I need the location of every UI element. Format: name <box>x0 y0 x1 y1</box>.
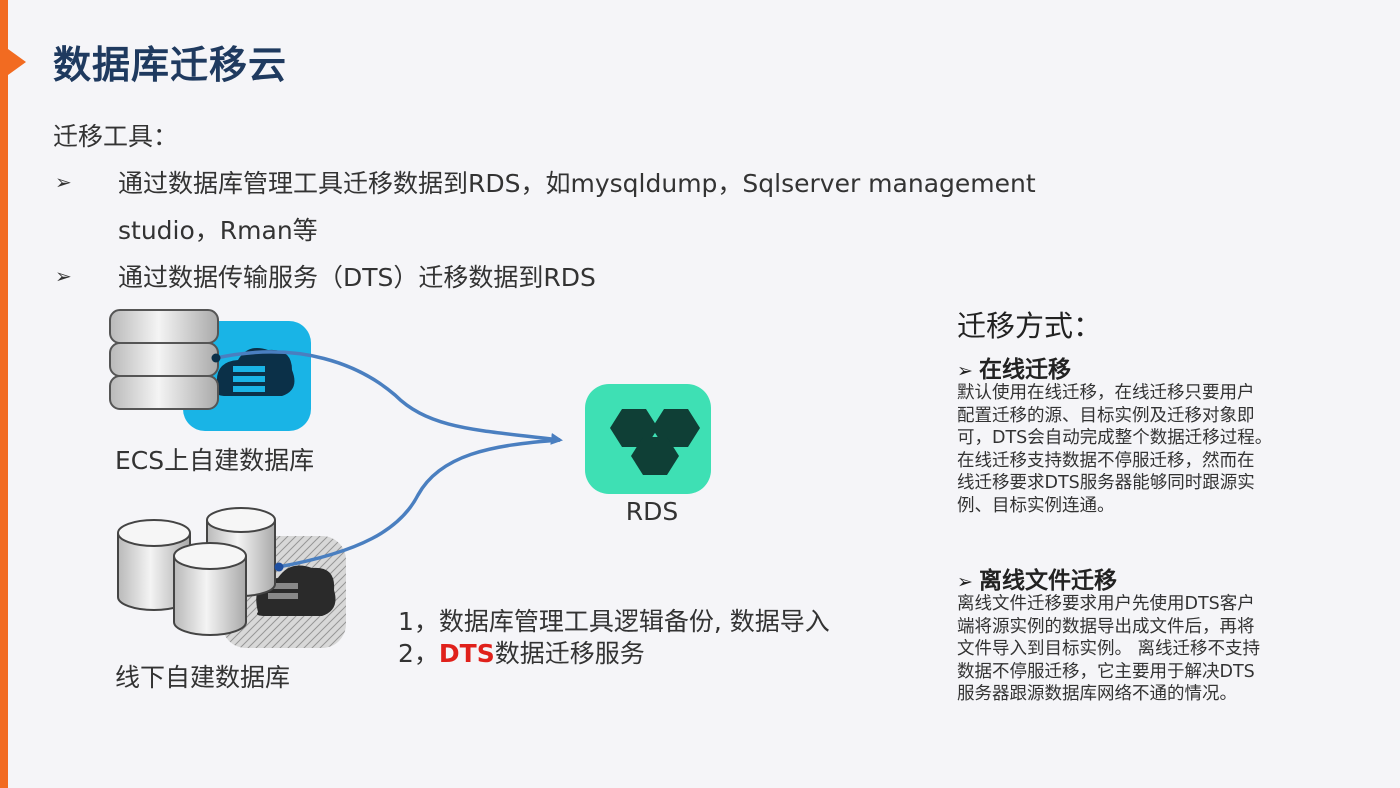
offline-line: 端将源实例的数据导出成文件后，再将 <box>957 616 1255 637</box>
online-body: 默认使用在线迁移，在线迁移只要用户 配置迁移的源、目标实例及迁移对象即 可，DT… <box>957 382 1377 517</box>
bullet-2-line-1: 通过数据传输服务（DTS）迁移数据到RDS <box>118 263 596 292</box>
online-line: 线迁移要求DTS服务器能够同时跟源实 <box>957 473 1255 493</box>
offline-title-row: ➢ 离线文件迁移 <box>957 561 1377 595</box>
online-title-row: ➢ 在线迁移 <box>957 350 1377 384</box>
offline-to-rds-arrow <box>277 438 561 569</box>
online-line: 例、目标实例连通。 <box>957 495 1115 516</box>
online-line: 在线迁移支持数据不停服迁移，然而在 <box>957 450 1255 471</box>
rds-label: RDS <box>625 497 679 526</box>
offline-line: 文件导入到目标实例。 离线迁移不支持 <box>957 639 1261 659</box>
note-2: 2，DTS数据迁移服务 <box>398 634 645 670</box>
offline-body: 离线文件迁移要求用户先使用DTS客户 端将源实例的数据导出成文件后，再将 文件导… <box>957 593 1377 706</box>
note-2-prefix: 2， <box>398 639 439 668</box>
online-title: 在线迁移 <box>978 357 1071 383</box>
ecs-label: ECS上自建数据库 <box>115 446 315 475</box>
bullet-arrow-icon: ➢ <box>55 264 72 288</box>
rds-icon <box>585 384 711 494</box>
online-line: 默认使用在线迁移，在线迁移只要用户 <box>957 383 1255 403</box>
methods-heading: 迁移方式： <box>957 309 1103 343</box>
online-line: 配置迁移的源、目标实例及迁移对象即 <box>957 405 1255 426</box>
bullet-arrow-icon: ➢ <box>957 571 979 593</box>
note-2-highlight: DTS <box>438 639 495 668</box>
accent-bar <box>0 0 8 788</box>
offline-line: 离线文件迁移要求用户先使用DTS客户 <box>957 594 1255 614</box>
offline-label: 线下自建数据库 <box>115 663 291 692</box>
note-2-suffix: 数据迁移服务 <box>494 639 645 668</box>
ecs-to-rds-arrow <box>215 350 563 445</box>
online-line: 可，DTS会自动完成整个数据迁移过程。 <box>957 428 1273 448</box>
slide-title: 数据库迁移云 <box>53 43 288 87</box>
offline-database-cylinders-icon <box>117 507 276 636</box>
note-1: 1，数据库管理工具逻辑备份, 数据导入 <box>398 607 830 636</box>
offline-line: 服务器跟源数据库网络不通的情况。 <box>957 684 1237 704</box>
bullet-1-line-2: studio，Rman等 <box>118 216 318 245</box>
bullet-arrow-icon: ➢ <box>957 360 979 382</box>
accent-arrow-icon <box>8 49 26 75</box>
bullet-arrow-icon: ➢ <box>55 170 72 194</box>
tools-heading: 迁移工具： <box>53 122 179 151</box>
offline-line: 数据不停服迁移，它主要用于解决DTS <box>957 661 1255 682</box>
offline-title: 离线文件迁移 <box>978 568 1117 594</box>
bullet-1-line-1: 通过数据库管理工具迁移数据到RDS，如mysqldump，Sqlserver m… <box>118 169 1036 198</box>
ecs-server-stack-icon <box>109 309 219 410</box>
